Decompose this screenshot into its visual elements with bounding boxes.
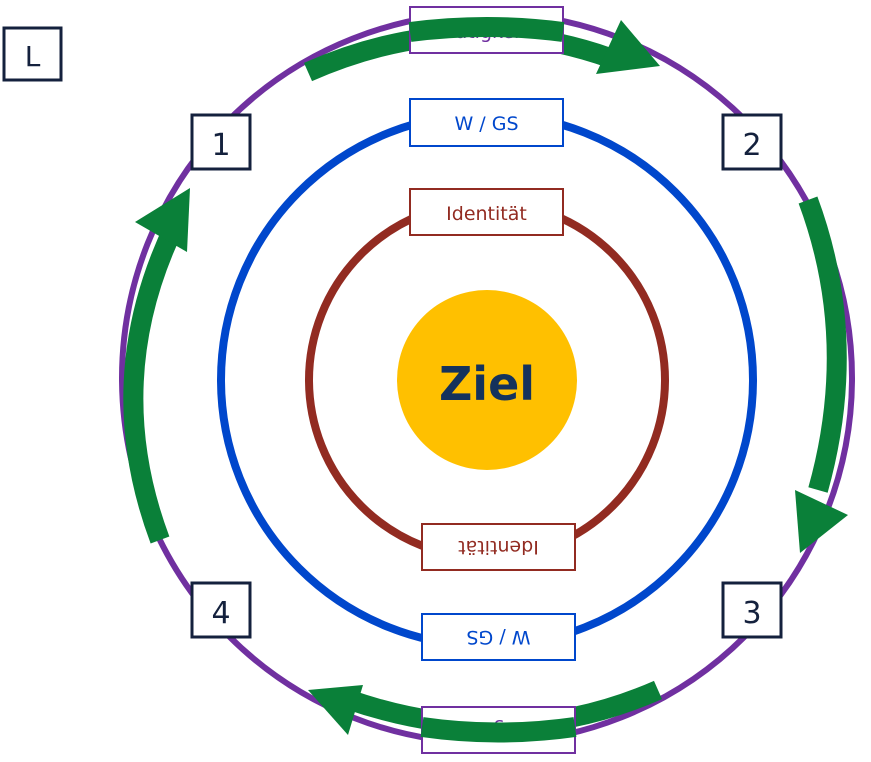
goal-circle — [397, 290, 577, 470]
station-2-label: 2 — [742, 128, 761, 163]
station-3: 3 — [721, 581, 783, 639]
label-bottom-middle: W / GS — [421, 613, 576, 661]
cycle-arrow-left — [123, 220, 185, 544]
label-top-inner: Identität — [409, 188, 564, 236]
corner-label-box: L — [2, 26, 63, 82]
corner-label: L — [25, 40, 41, 73]
cycle-arrow-bottom-head — [308, 685, 363, 735]
cycle-arrow-right-head — [795, 490, 848, 553]
station-3-label: 3 — [742, 596, 761, 631]
cycle-arrow-bottom-overlay — [420, 717, 577, 743]
station-2: 2 — [721, 113, 783, 171]
label-bottom-inner-text: Identität — [458, 536, 539, 558]
label-top-middle: W / GS — [409, 98, 564, 147]
cycle-arrow-top-overlay — [408, 17, 565, 42]
goal-label: Ziel — [439, 357, 535, 411]
station-1-label: 1 — [211, 128, 230, 163]
label-bottom-middle-text: W / GS — [466, 626, 530, 648]
station-1: 1 — [190, 113, 252, 171]
label-top-middle-text: W / GS — [454, 113, 518, 135]
label-bottom-inner: Identität — [421, 523, 576, 571]
station-4-label: 4 — [211, 596, 230, 631]
cycle-arrow-left-head — [135, 188, 190, 252]
cycle-arrow-right — [798, 196, 847, 493]
station-4: 4 — [190, 581, 252, 639]
label-top-inner-text: Identität — [446, 203, 527, 225]
cycle-arrow-top-head — [596, 20, 660, 74]
